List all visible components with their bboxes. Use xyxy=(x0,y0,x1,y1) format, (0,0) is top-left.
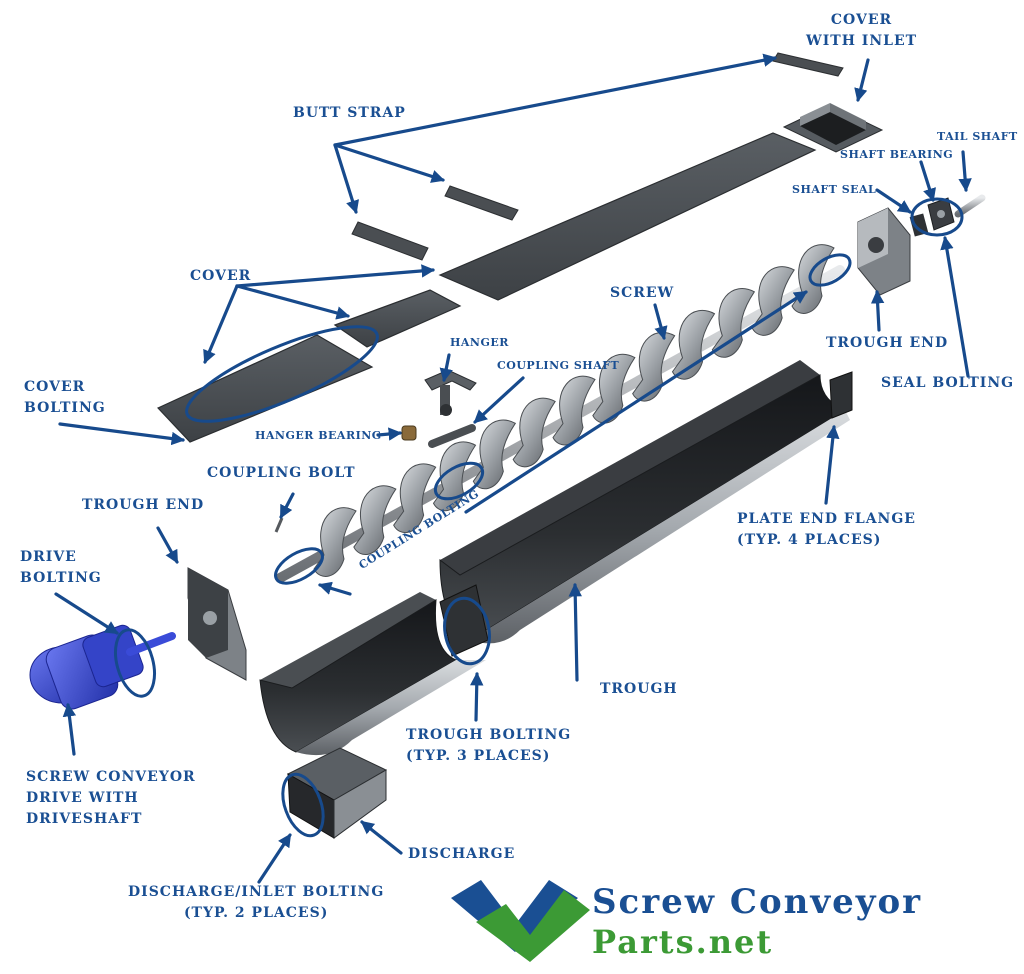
drive-bolting-circle xyxy=(114,628,156,698)
label-tail-shaft: TAIL SHAFT xyxy=(937,130,1018,143)
callout-circles xyxy=(114,197,964,838)
screw-flight xyxy=(751,266,795,336)
cover-long xyxy=(438,132,817,301)
drive-end-coupling-circle xyxy=(274,547,324,585)
label-shaft-bearing: SHAFT BEARING xyxy=(840,148,954,161)
label-drive-bolting: DRIVE BOLTING xyxy=(20,547,102,589)
label-line: WITH INLET xyxy=(806,33,918,49)
label-line: (TYP. 2 PLACES) xyxy=(183,905,329,921)
logo-line-1: Screw Conveyor xyxy=(592,882,923,922)
discharge-bolting-circle xyxy=(281,772,325,838)
label-trough-end-left: TROUGH END xyxy=(82,497,205,513)
label-coupling-bolt: COUPLING BOLT xyxy=(207,465,356,481)
label-shaft-seal: SHAFT SEAL xyxy=(792,183,877,196)
screw-flight xyxy=(393,463,437,534)
label-line: TROUGH BOLTING xyxy=(406,727,572,743)
label-cover-with-inlet: COVER WITH INLET xyxy=(806,10,917,52)
label-trough-end-right: TROUGH END xyxy=(826,335,949,351)
cover-bolting-circle xyxy=(185,325,379,423)
label-drive: SCREW CONVEYOR DRIVE WITH DRIVESHAFT xyxy=(26,767,196,830)
screw-flight xyxy=(671,309,716,380)
label-line: PLATE END FLANGE xyxy=(737,511,916,527)
label-line: (TYP. 3 PLACES) xyxy=(406,748,551,764)
label-hanger-bearing: HANGER BEARING xyxy=(255,429,382,442)
logo-wordmark: Screw Conveyor Parts.net xyxy=(592,882,922,962)
trough-end-plate-right xyxy=(857,207,911,296)
label-line: DRIVE xyxy=(20,549,77,565)
butt-strap-top xyxy=(772,52,844,77)
shaft-bearing-circle xyxy=(910,197,964,237)
trough xyxy=(259,360,853,756)
label-discharge-inlet-bolting: DISCHARGE/INLET BOLTING (TYP. 2 PLACES) xyxy=(128,882,384,924)
butt-strap-left xyxy=(351,221,429,261)
coupling-bolt xyxy=(274,517,284,533)
hanger xyxy=(424,369,477,416)
screw-flight xyxy=(632,331,676,402)
cover-with-inlet xyxy=(782,103,884,153)
cover-front xyxy=(156,334,374,443)
butt-strap-middle xyxy=(444,185,519,221)
label-discharge: DISCHARGE xyxy=(408,846,516,862)
label-line: DISCHARGE/INLET BOLTING xyxy=(128,884,385,900)
logo-line-2: Parts.net xyxy=(592,923,774,961)
screw-flight xyxy=(353,485,397,555)
label-trough-bolting: TROUGH BOLTING (TYP. 3 PLACES) xyxy=(406,725,571,767)
label-line: SCREW CONVEYOR xyxy=(26,769,196,785)
screw-conveyor-drive xyxy=(29,624,176,710)
label-screw: SCREW xyxy=(610,285,675,301)
label-line: DRIVE WITH xyxy=(26,790,139,806)
label-butt-strap: BUTT STRAP xyxy=(293,105,406,121)
label-line: COVER xyxy=(24,379,86,395)
label-coupling-shaft: COUPLING SHAFT xyxy=(497,359,620,372)
callout-arrows xyxy=(54,53,972,884)
coupling-bolting-circle xyxy=(433,461,485,501)
label-cover-bolting: COVER BOLTING xyxy=(24,377,106,419)
label-trough: TROUGH xyxy=(600,681,678,697)
coupling-shaft xyxy=(428,424,476,448)
cover-middle xyxy=(333,289,462,348)
label-plate-end-flange: PLATE END FLANGE (TYP. 4 PLACES) xyxy=(737,509,916,551)
screw-flight xyxy=(711,288,756,358)
label-line: (TYP. 4 PLACES) xyxy=(737,532,882,548)
label-cover: COVER xyxy=(190,268,252,284)
screw-flight xyxy=(512,397,556,468)
label-line: DRIVESHAFT xyxy=(26,811,143,827)
label-line: BOLTING xyxy=(24,400,106,416)
label-line: BOLTING xyxy=(20,570,102,586)
hanger-bearing xyxy=(401,425,417,441)
trough-end-plate-left xyxy=(187,567,247,681)
label-seal-bolting: SEAL BOLTING xyxy=(881,375,1015,391)
trough-bolting-circle xyxy=(443,596,491,666)
wave-check-logo-icon xyxy=(451,880,590,962)
screw-flight xyxy=(552,375,596,446)
screw-flight xyxy=(432,441,477,512)
tail-coupling-circle xyxy=(808,253,852,287)
discharge xyxy=(286,747,388,839)
label-line: COVER xyxy=(830,12,893,28)
screw-flight xyxy=(313,507,357,577)
label-hanger: HANGER xyxy=(450,336,509,349)
